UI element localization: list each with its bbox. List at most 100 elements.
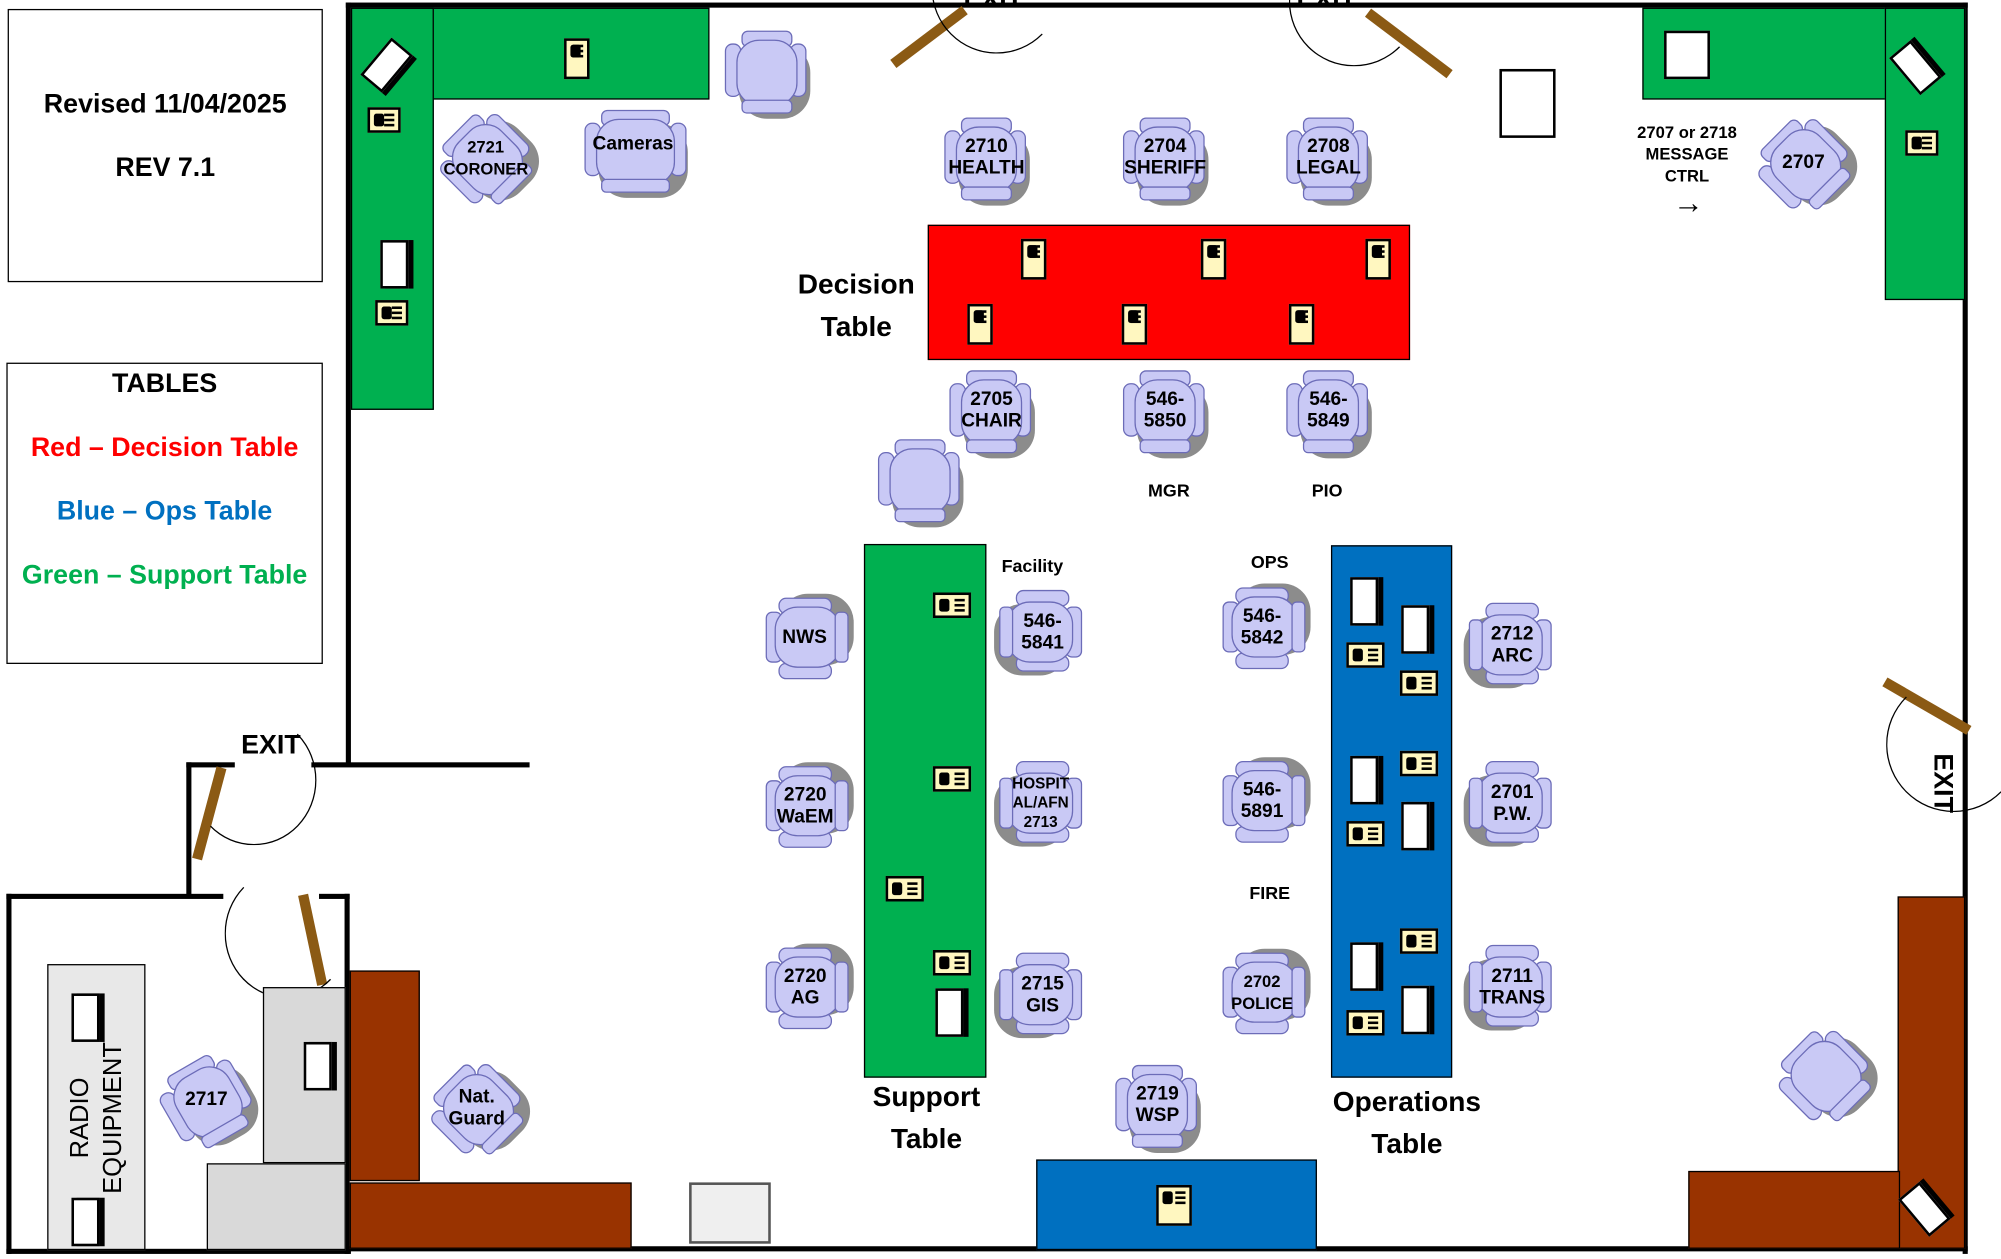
computer-icon <box>1219 1188 1260 1221</box>
phone-icon <box>967 303 993 345</box>
computer-icon <box>605 43 646 76</box>
wall-east <box>1962 2 1968 1254</box>
phone-icon <box>932 950 972 976</box>
phone-icon <box>1156 1184 1192 1226</box>
door-swing-west <box>191 715 317 846</box>
legend-ops: Blue – Ops Table <box>56 496 273 527</box>
computer-icon <box>1350 755 1379 805</box>
seat-546-5841: 546- 5841 <box>994 589 1083 676</box>
seat-2720-ag: 2720 AG <box>765 943 854 1030</box>
wall-radio-left <box>6 893 12 1254</box>
computer-icon <box>1401 605 1430 654</box>
phone-icon <box>1346 821 1385 847</box>
phone-icon <box>932 766 972 792</box>
radio-desk-2 <box>206 1163 346 1251</box>
phone-icon <box>1905 130 1939 156</box>
seat-2708-legal: 2708 LEGAL <box>1286 117 1372 206</box>
revision-box: Revised 11/04/2025 REV 7.1 <box>7 8 323 283</box>
phone-icon <box>1020 238 1047 280</box>
computer-icon <box>1297 243 1338 276</box>
seat-2711-trans: 2711 TRANS <box>1463 944 1552 1031</box>
seat-2710-health: 2710 HEALTH <box>944 117 1030 206</box>
seat-2719-wsp: 2719 WSP <box>1115 1064 1201 1154</box>
seat-2717: 2717 <box>150 1044 269 1159</box>
legend-decision: Red – Decision Table <box>30 432 299 463</box>
seat-546-5891: 546- 5891 <box>1222 757 1311 843</box>
seat-2720-waem: 2720 WaEM <box>765 762 854 848</box>
phone-icon <box>1288 303 1315 345</box>
phone-icon <box>367 107 401 133</box>
fax-machine-icon <box>1664 30 1710 80</box>
seat-nat-guard: Nat. Guard <box>419 1050 542 1169</box>
revised-date: Revised 11/04/2025 <box>43 89 287 119</box>
computer-icon <box>1350 942 1379 991</box>
seat-2715-gis: 2715 GIS <box>994 952 1083 1039</box>
phone-icon <box>1346 642 1385 668</box>
fire-label: FIRE <box>1249 882 1291 903</box>
wall-exit-ledge <box>311 762 530 768</box>
seat-2707: 2707 <box>1746 105 1869 224</box>
message-ctrl-label: 2707 or 2718 MESSAGE CTRL <box>1637 122 1737 186</box>
door-swing-radio-room <box>224 868 350 999</box>
seat-546-5842: 546- 5842 <box>1222 583 1311 670</box>
wall-north <box>345 2 1968 8</box>
computer-icon <box>380 240 409 289</box>
phone-icon <box>1399 750 1439 777</box>
wall-radio-right <box>344 893 350 1254</box>
computer-icon <box>211 1195 252 1228</box>
phone-icon <box>1399 670 1439 696</box>
phone-icon <box>932 592 972 619</box>
seat-546-5849: 546- 5849 <box>1286 370 1372 459</box>
computer-icon <box>1138 243 1179 276</box>
phone-icon <box>375 300 409 326</box>
decision-table <box>927 224 1411 361</box>
seat-2705-chair: 2705 CHAIR <box>949 370 1035 459</box>
computer-icon <box>71 1197 100 1247</box>
phone-icon <box>564 38 590 80</box>
seat-2702-police: 2702 POLICE <box>1222 948 1311 1035</box>
door-swing-east <box>1886 676 2001 813</box>
computer-icon <box>1401 801 1430 851</box>
ops-label: OPS <box>1250 551 1289 573</box>
counter-brown-left-h <box>349 1182 632 1249</box>
support-table <box>863 543 987 1078</box>
wall-vestibule-left <box>186 762 192 896</box>
revision-number: REV 7.1 <box>115 153 216 183</box>
seat-unlabeled <box>724 30 811 119</box>
seat-546-5850: 546- 5850 <box>1122 370 1209 459</box>
pio-label: PIO <box>1311 480 1343 501</box>
phone-icon <box>885 875 924 902</box>
computer-icon <box>71 993 100 1042</box>
legend-support: Green – Support Table <box>21 560 308 590</box>
copier-icon <box>1499 68 1556 138</box>
printer-icon <box>689 1182 771 1244</box>
door-swing-top-left <box>931 0 1062 54</box>
seat-2721-coroner: 2721 CORONER <box>428 100 551 219</box>
computer-icon <box>1401 985 1430 1035</box>
seat-hospital: HOSPIT AL/AFN 2713 <box>994 761 1083 847</box>
seat-2704-sheriff: 2704 SHERIFF <box>1122 117 1209 206</box>
computer-icon <box>1157 309 1198 342</box>
phone-icon <box>1200 238 1227 280</box>
wall-west <box>345 2 351 767</box>
tables-legend: TABLES Red – Decision Table Blue – Ops T… <box>6 362 323 664</box>
phone-icon <box>1121 303 1148 345</box>
counter-brown-right-h <box>1688 1170 1901 1249</box>
computer-icon <box>303 1041 332 1091</box>
computer-icon <box>961 243 1002 276</box>
mgr-label: MGR <box>1148 480 1190 501</box>
phone-icon <box>1365 238 1391 280</box>
seat-2701-pw: 2701 P.W. <box>1463 761 1552 847</box>
facility-label: Facility <box>1001 555 1064 576</box>
seat-unlabeled <box>877 439 964 528</box>
message-ctrl-arrow: → <box>1672 186 1704 221</box>
seat-unlabeled <box>1767 1017 1890 1136</box>
computer-icon <box>935 988 964 1037</box>
seat-2712-arc: 2712 ARC <box>1463 602 1552 689</box>
wall-radio-top <box>6 893 224 899</box>
wall-radio-bottom <box>6 1248 351 1254</box>
door-swing-top-right <box>1288 0 1420 67</box>
seat-cameras: Cameras <box>584 109 688 198</box>
seat-nws: NWS <box>765 593 854 680</box>
